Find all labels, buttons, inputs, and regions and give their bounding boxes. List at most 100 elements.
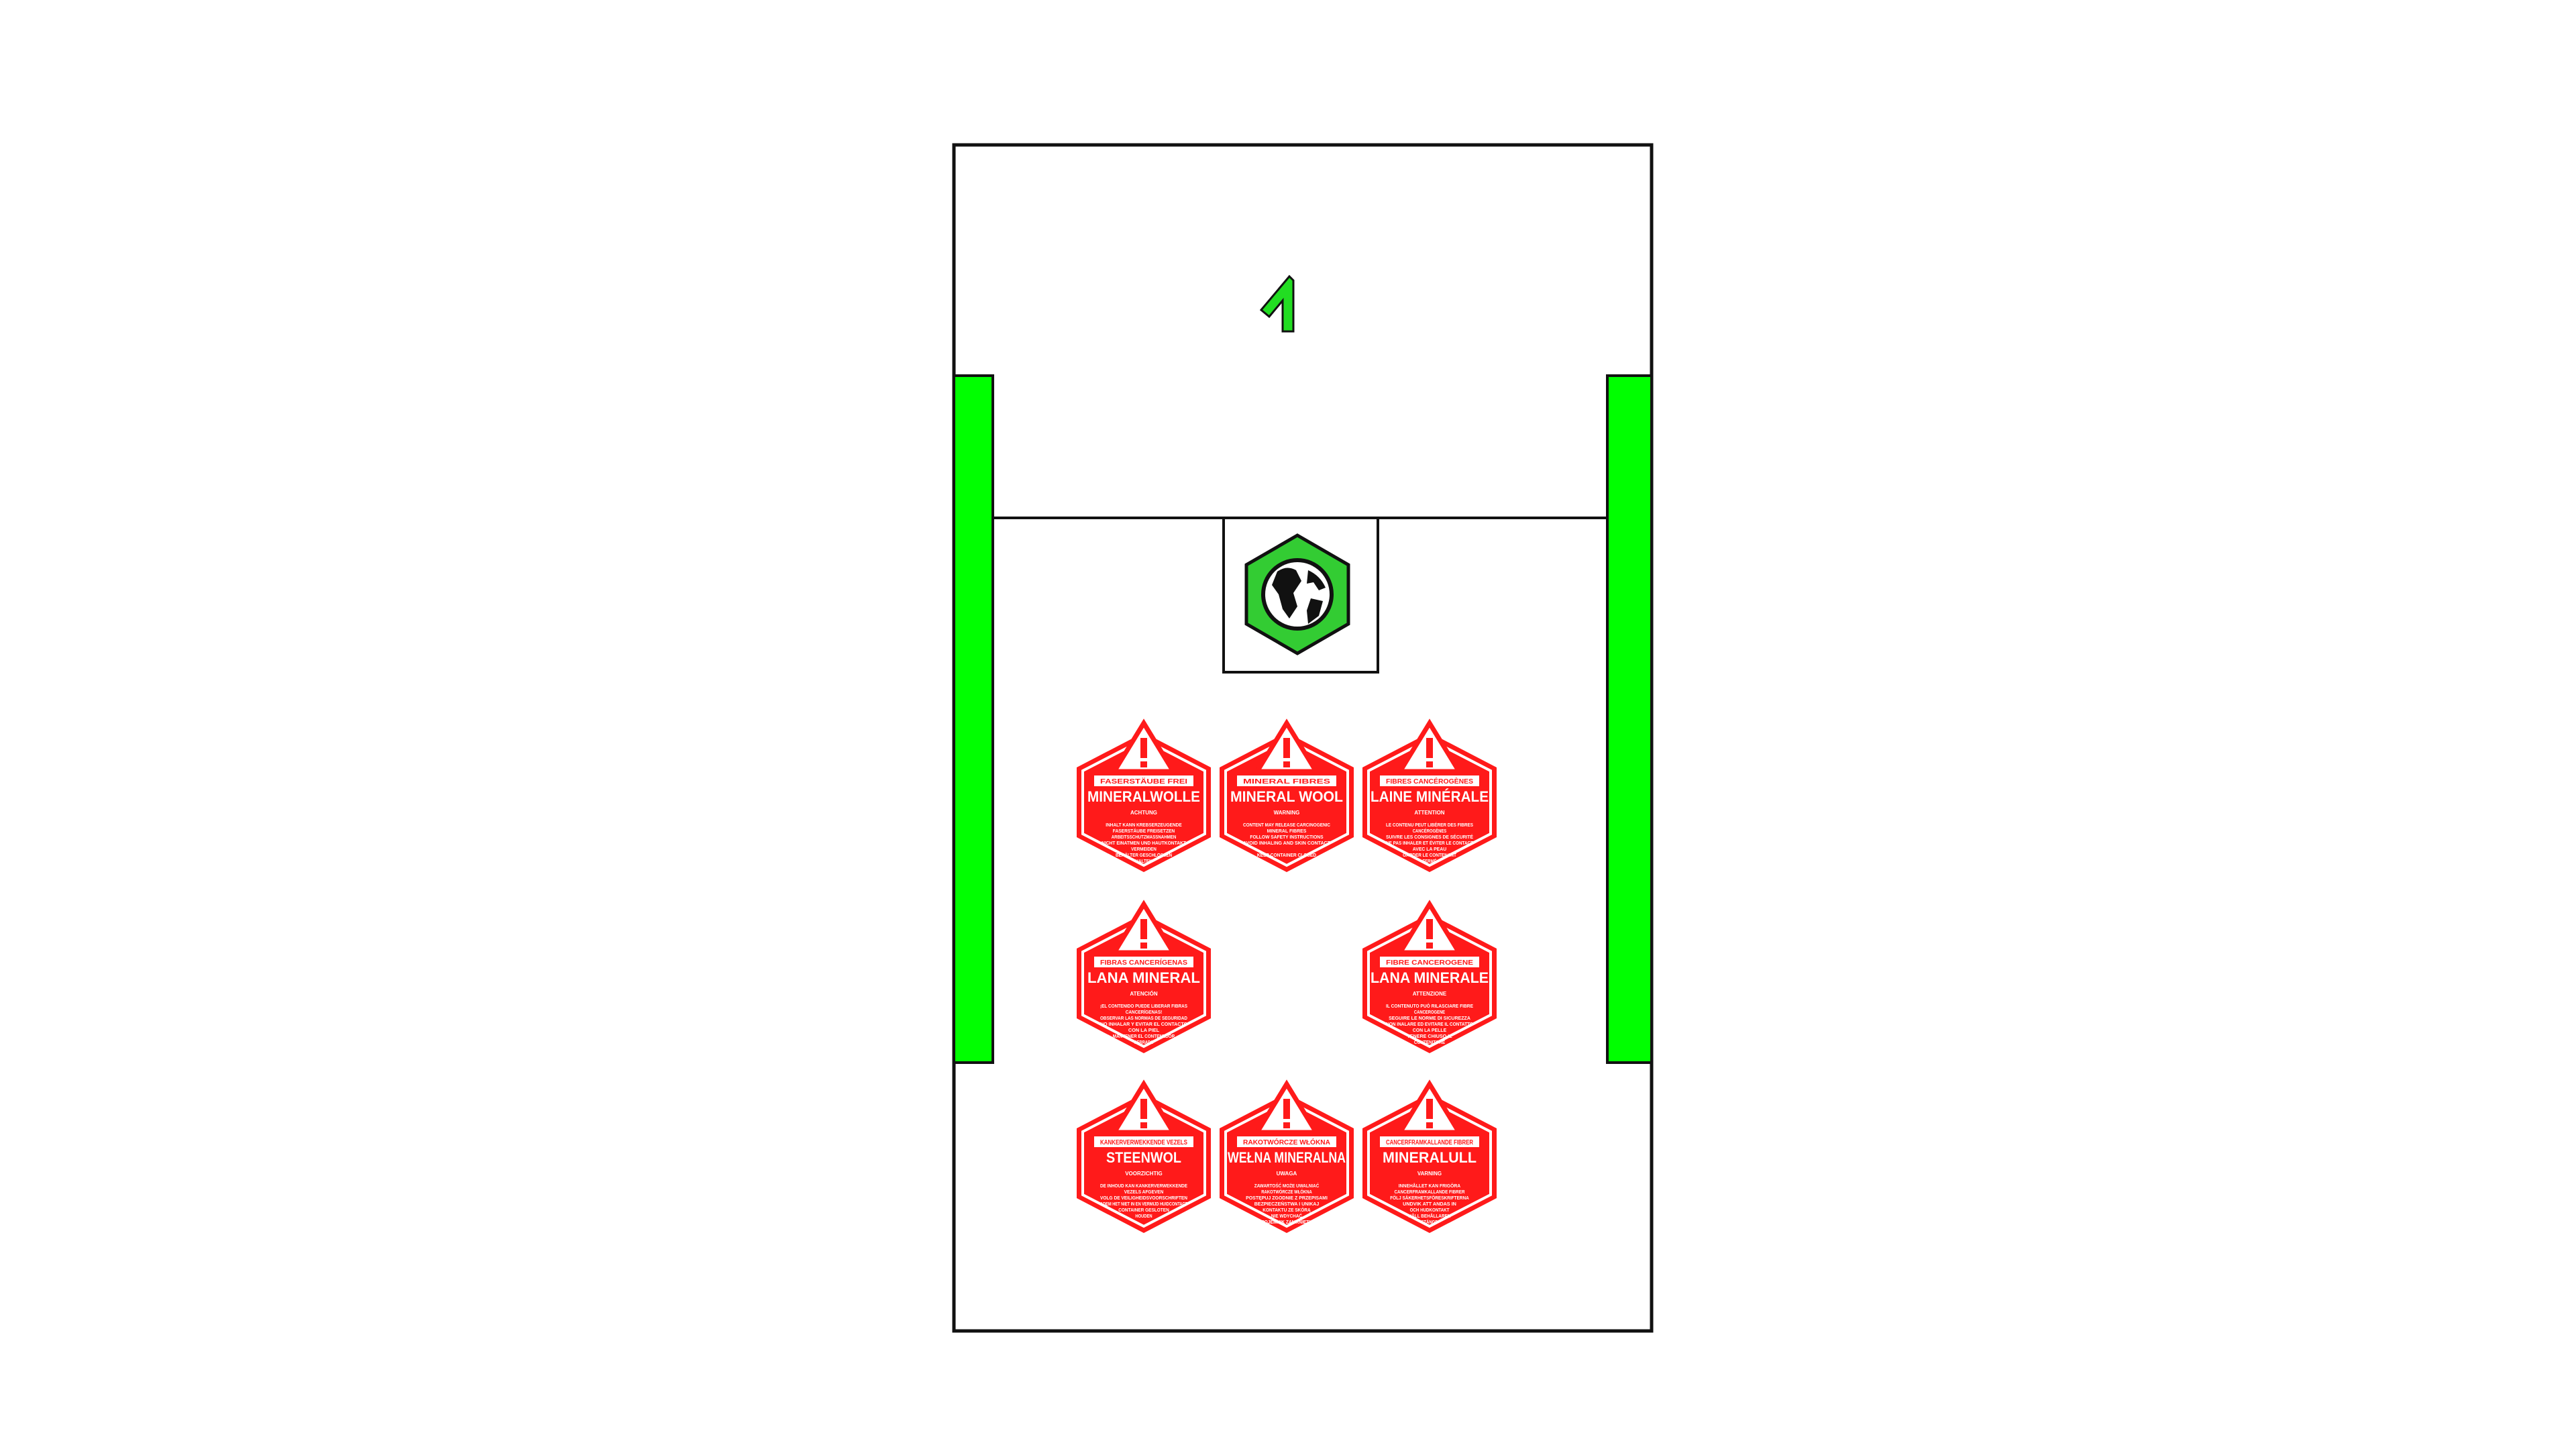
warning-labels: FASERSTÄUBE FREI MINERALWOLLE ACHTUNG INHAL… [1077, 718, 1497, 1233]
label-hexagon [1220, 1093, 1354, 1233]
label-body-line: ARBEITSSCHUTZMASSNAHMEN [1112, 835, 1177, 840]
label-body-line: VOLG DE VEILIGHEIDSVOORSCHRIFTEN [1100, 1196, 1187, 1201]
label-body-line: FÖLJ SÄKERHETSFÖRESKRIFTERNA [1390, 1195, 1469, 1201]
label-body-line: ADEM HET NIET IN EN VERMIJD HUIDCONTACT [1100, 1202, 1188, 1207]
label-hexagon-border [1081, 918, 1206, 1049]
label-body-line: CANCERÍGENAS! [1126, 1009, 1163, 1015]
label-body-line: KEEP CONTAINER CLOSED [1257, 853, 1316, 858]
label-band-text: FASERSTÄUBE FREI [1100, 777, 1187, 786]
label-title: LANA MINERAL [1087, 969, 1200, 986]
label-band-text: MINERAL FIBRES [1243, 778, 1330, 786]
label-body-line: GARDER LE CONTENANT [1403, 853, 1456, 858]
label-band-text: FIBRAS CANCERÍGENAS [1100, 958, 1187, 967]
label-title: LAINE MINÉRALE [1371, 788, 1489, 805]
label-body-line: MINERAL FIBRES [1267, 829, 1307, 834]
label-body-line: BEHÄLTER GESCHLOSSEN [1116, 853, 1172, 858]
label-band-text: FIBRES CANCÉROGÈNES [1386, 777, 1473, 786]
label-body-line: ZAWARTOŚĆ MOŻE UWALNIAĆ [1254, 1183, 1320, 1189]
right-handle[interactable] [1606, 374, 1653, 1064]
warning-label: KANKERVERWEKKENDE VEZELS STEENWOL VOORZICH… [1077, 1079, 1211, 1233]
label-body-line: NE PAS INHALER ET ÉVITER LE CONTACT [1386, 840, 1474, 846]
label-warning: VOORZICHTIG [1125, 1171, 1163, 1177]
label-warning: ATTENTION [1414, 810, 1444, 816]
label-hexagon [1077, 733, 1211, 872]
label-body-line: FERMÉ [1423, 858, 1437, 864]
label-band-text: KANKERVERWEKKENDE VEZELS [1100, 1139, 1187, 1146]
label-warning: ACHTUNG [1130, 810, 1157, 816]
warning-label: RAKOTWÓRCZE WŁÓKNA WEŁNA MINERALNA UWAGA ZA… [1220, 1079, 1354, 1233]
label-title: WEŁNA MINERALNA [1228, 1149, 1346, 1166]
label-body-line: VERMEIDEN [1131, 847, 1157, 852]
label-band [1237, 1136, 1336, 1147]
label-body-line: OBSERVAR LAS NORMAS DE SEGURIDAD [1100, 1016, 1187, 1021]
label-body-line: IL CONTENUTO PUÒ RILASCIARE FIBRE [1386, 1003, 1473, 1009]
label-body-line: OCH HUDKONTAKT [1410, 1208, 1450, 1213]
label-body-line: POSTĘPUJ ZGODNIE Z PRZEPISAMI [1246, 1196, 1328, 1201]
label-hexagon-border [1367, 737, 1492, 867]
warning-label: FIBRES CANCÉROGÈNES LAINE MINÉRALE ATTENTI… [1362, 718, 1497, 872]
label-body-line: FASERSTÄUBE FREISETZEN [1113, 828, 1175, 834]
label-body-line: SEGUIRE LE NORME DI SICUREZZA [1389, 1016, 1470, 1021]
label-body-line: VEZELS AFGEVEN [1124, 1190, 1164, 1195]
label-body-line: CONTENITORE [1414, 1040, 1445, 1045]
label-hexagon [1362, 1093, 1497, 1233]
label-hexagon-border [1367, 1098, 1492, 1228]
label-band [1380, 775, 1479, 786]
label-warning: UWAGA [1277, 1171, 1297, 1177]
label-title: MINERALWOLLE [1087, 788, 1200, 805]
label-hexagon [1362, 733, 1497, 872]
label-title: LANA MINERALE [1371, 969, 1489, 986]
label-warning: ATTENZIONE [1413, 991, 1447, 997]
label-body-line: CONTAINER GESLOTEN [1118, 1208, 1169, 1213]
label-body-line: UNDVIK ATT ANDAS IN [1403, 1202, 1456, 1207]
label-band [1094, 957, 1193, 967]
warning-label: FASERSTÄUBE FREI MINERALWOLLE ACHTUNG INHAL… [1077, 718, 1211, 872]
label-body-line: INHALT KANN KREBSERZEUGENDE [1106, 823, 1182, 828]
label-hexagon [1077, 1093, 1211, 1233]
label-hexagon-border [1224, 1098, 1349, 1228]
label-body-line: HÅLL BEHÅLLAREN [1409, 1213, 1451, 1219]
label-body-line: CANCERFRAMKALLANDE FIBRER [1395, 1190, 1465, 1195]
label-band-text: CANCERFRAMKALLANDE FIBRER [1386, 1139, 1474, 1146]
label-band [1380, 1136, 1479, 1147]
label-body-line: AVEC LA PEAU [1413, 847, 1446, 852]
label-body-line: MANTENER EL CONTENEDOR [1113, 1034, 1175, 1039]
label-band [1094, 1136, 1193, 1147]
label-body-line: CONTENT MAY RELEASE CARCINOGENIC [1243, 823, 1330, 828]
label-body-line: NON INALARE ED EVITARE IL CONTATTO [1386, 1022, 1474, 1027]
label-body-line: SUIVRE LES CONSIGNES DE SÉCURITÉ [1386, 834, 1473, 840]
label-body-line: CERRADO [1134, 1040, 1154, 1045]
label-body-line: KONTAKTU ZE SKÓRĄ [1263, 1207, 1310, 1213]
label-body-line: DE INHOUD KAN KANKERVERWEKKENDE [1100, 1184, 1187, 1189]
globe-hexagon-icon [1244, 533, 1350, 655]
label-hexagon-border [1081, 1098, 1206, 1228]
label-body-line: LE CONTENU PEUT LIBÉRER DES FIBRES [1386, 822, 1473, 828]
label-hexagon-border [1367, 918, 1492, 1049]
label-body-line: RAKOTWÓRCZE WŁÓKNA [1261, 1189, 1312, 1195]
label-body-line: CANCEROGENE [1414, 1010, 1445, 1015]
label-body-line: ¡EL CONTENIDO PUEDE LIBERAR FIBRAS [1100, 1004, 1187, 1009]
label-body-line: AVOID INHALING AND SKIN CONTACT [1243, 841, 1331, 846]
label-band [1380, 957, 1479, 967]
label-warning: VARNING [1417, 1171, 1442, 1177]
label-body-line: BEZPIECZEŃSTWA I UNIKAJ [1254, 1201, 1320, 1207]
label-title: MINERALULL [1383, 1149, 1477, 1166]
label-hexagon [1220, 733, 1354, 872]
label-body-line: POJEMNIK ZAMKNIĘTY [1261, 1220, 1312, 1225]
left-handle[interactable] [953, 374, 994, 1064]
label-body-line: HALTEN [1135, 859, 1152, 864]
label-band-text: FIBRE CANCEROGENE [1386, 959, 1473, 967]
label-body-line: TENERE CHIUSO IL [1407, 1034, 1452, 1039]
label-hexagon [1077, 914, 1211, 1053]
label-band-text: RAKOTWÓRCZE WŁÓKNA [1243, 1138, 1330, 1146]
label-body-line: FOLLOW SAFETY INSTRUCTIONS [1250, 835, 1324, 840]
label-warning: WARNING [1274, 810, 1300, 816]
label-hexagon-border [1081, 737, 1206, 867]
label-body-line: INNEHÅLLET KAN FRIGÖRA [1399, 1183, 1460, 1189]
label-body-line: STÄNGD [1421, 1220, 1438, 1225]
label-title: STEENWOL [1106, 1149, 1181, 1166]
warning-label: FIBRE CANCEROGENE LANA MINERALE ATTENZIONE… [1362, 900, 1497, 1053]
